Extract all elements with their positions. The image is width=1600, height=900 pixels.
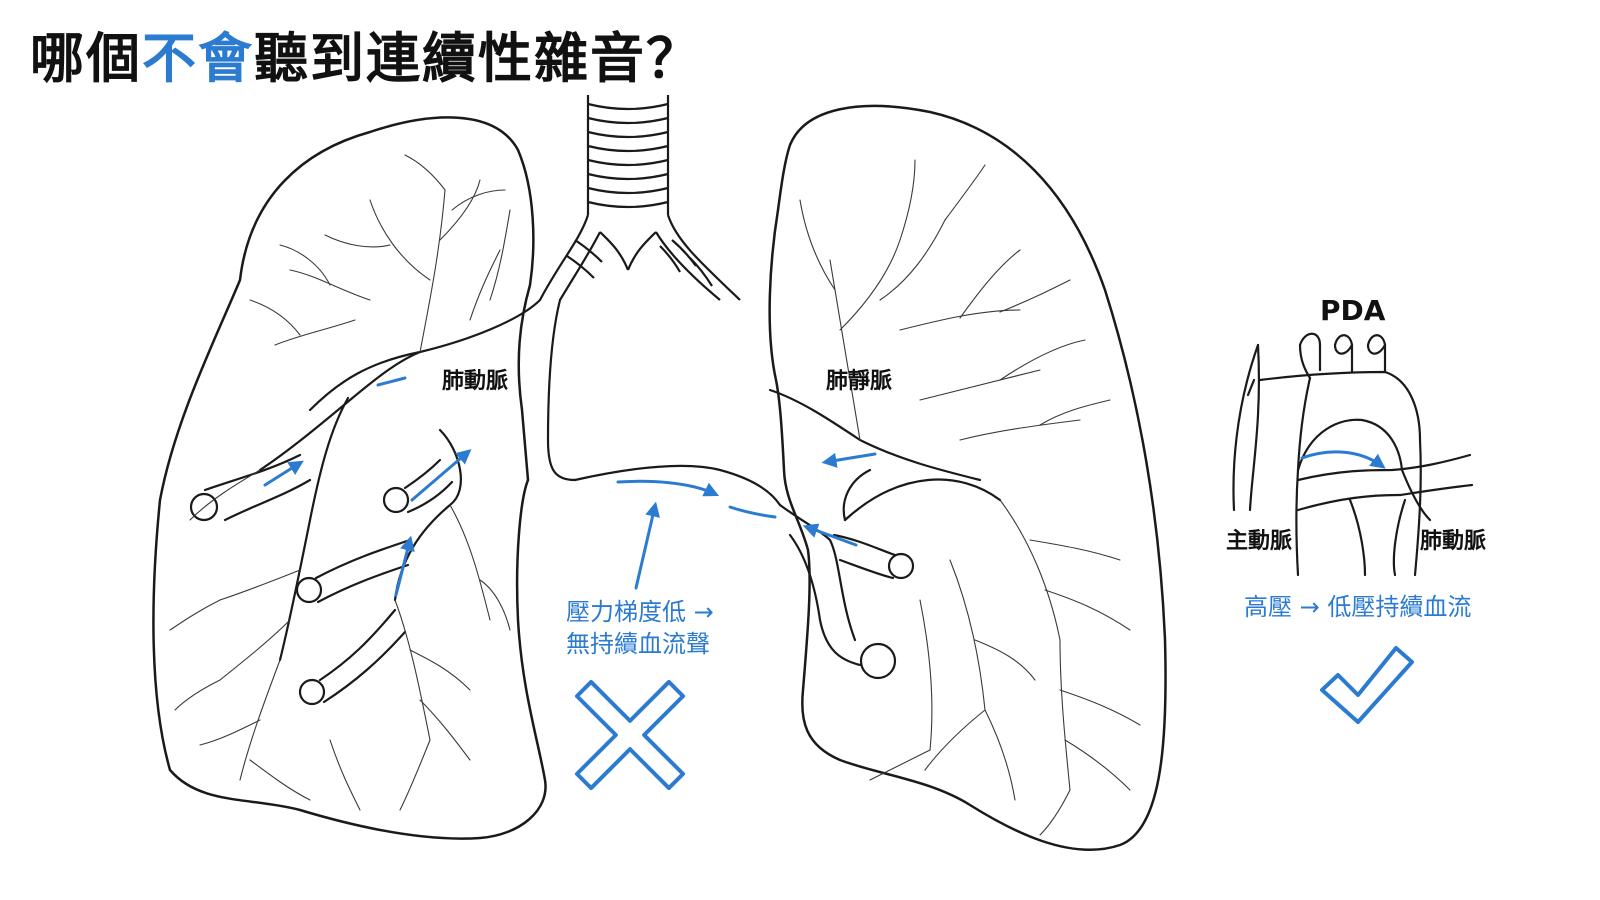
page-title: 哪個不會聽到連續性雜音？ — [30, 14, 702, 93]
fine-vessels — [169, 154, 1141, 836]
pda-vessels — [1232, 332, 1474, 577]
label-pda-pulmonary-artery: 肺動脈 — [1420, 529, 1486, 554]
note-pressure-gradient: 壓力梯度低 → — [566, 598, 714, 626]
check-icon — [1320, 646, 1414, 724]
title-accent: 不會 — [142, 27, 254, 90]
pulmonary-vein-branches — [768, 388, 1002, 680]
cross-icon — [574, 679, 686, 791]
title-part2: 聽到連續性雜音？ — [254, 27, 702, 90]
left-lung — [152, 116, 547, 840]
label-aorta: 主動脈 — [1226, 529, 1292, 554]
pda-shunt-arrow — [1300, 450, 1386, 469]
blood-flow-arrows — [263, 376, 877, 597]
label-pulmonary-artery: 肺動脈 — [442, 369, 508, 394]
trachea — [539, 95, 741, 301]
title-part1: 哪個 — [30, 27, 142, 90]
pda-title: PDA — [1320, 294, 1386, 327]
note-no-flow-sound: 無持續血流聲 — [566, 630, 710, 658]
note-continuous-flow: 高壓 → 低壓持續血流 — [1244, 593, 1471, 621]
label-pulmonary-vein: 肺靜脈 — [826, 369, 892, 394]
